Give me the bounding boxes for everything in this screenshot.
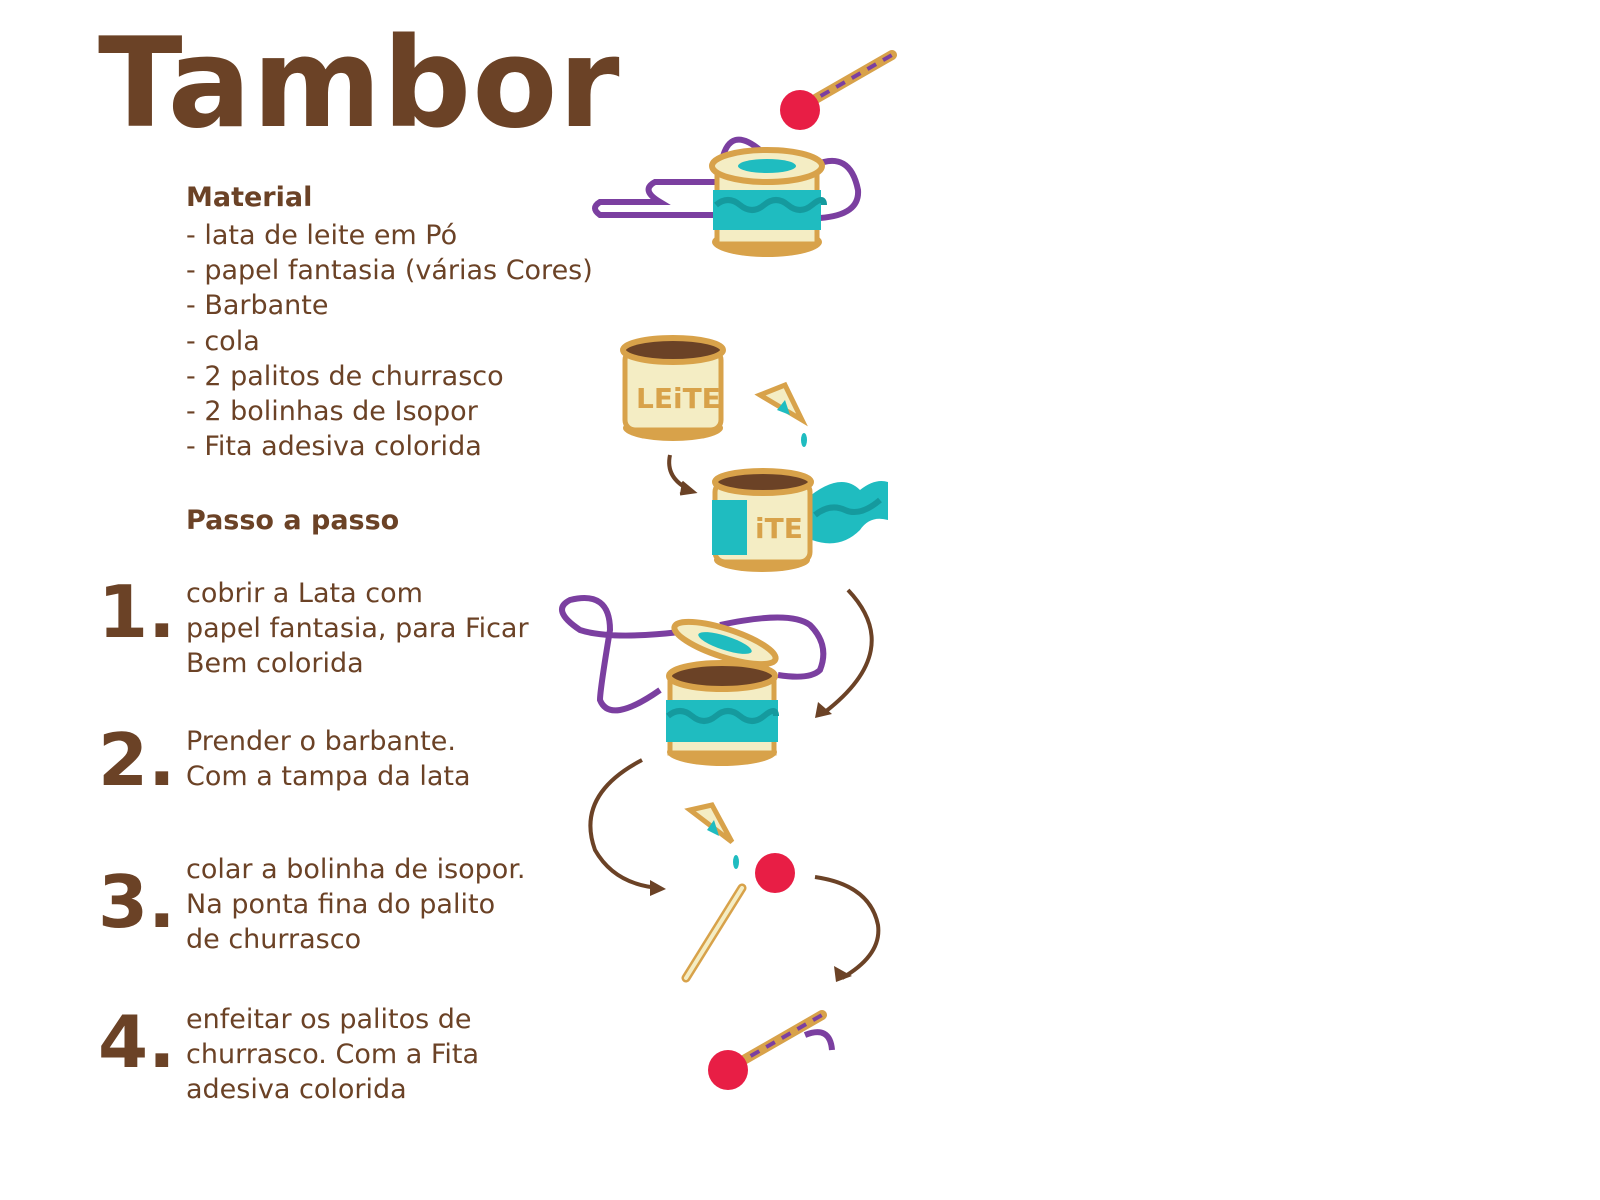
material-item: - lata de leite em Pó [186,220,458,251]
material-item: - 2 bolinhas de Isopor [186,396,478,428]
can-label: LEiTE [636,382,721,415]
arrow-icon [588,758,661,890]
arrow-icon [823,588,874,714]
step-number: 3. [98,860,176,944]
material-heading: Material [186,182,313,213]
decorated-drumstick-icon [708,1010,835,1090]
step-text: cobrir a Lata com [186,578,423,609]
finished-drum-icon [592,136,862,257]
milk-can-icon: LEiTE [620,335,726,441]
step-text: churrasco. Com a Fita [186,1039,480,1071]
step-text: Prender o barbante. [186,726,456,757]
material-item: - 2 palitos de churrasco [186,360,504,392]
step-number: 2. [98,718,176,802]
step-text: adesiva colorida [186,1074,407,1106]
svg-text:iTE: iTE [755,512,803,545]
step-1: 1. cobrir a Lata com papel fantasia, par… [98,576,529,682]
drum-with-lid-icon [559,595,827,766]
step-text: colar a bolinha de isopor. [186,854,526,885]
step-number: 4. [98,1000,176,1084]
page-title: Tambor [98,12,621,156]
step-text: papel fantasia, para Ficar [186,613,529,645]
glue-icon [754,381,808,447]
step-text: de churrasco [186,924,362,956]
step-4: 4. enfeitar os palitos de churrasco. Com… [98,1002,479,1108]
material-item: - Fita adesiva colorida [186,431,482,463]
arrow-icon [814,875,881,980]
step-3: 3. colar a bolinha de isopor. Na ponta f… [98,852,526,958]
styrofoam-ball-icon [755,853,795,893]
step-text: Na ponta fina do palito [186,889,496,921]
step-2: 2. Prender o barbante. Com a tampa da la… [98,724,471,796]
drumstick-icon [780,50,897,130]
step-text: Bem colorida [186,648,364,680]
wrapped-can-icon: iTE [712,468,888,572]
steps-heading: Passo a passo [186,505,400,536]
glue-icon [684,802,739,869]
material-item: - Barbante [186,290,329,322]
step-text: enfeitar os palitos de [186,1004,472,1035]
material-list: - lata de leite em Pó - papel fantasia (… [186,218,593,464]
step-number: 1. [98,570,176,654]
material-item: - cola [186,325,260,357]
step-text: Com a tampa da lata [186,761,471,793]
material-item: - papel fantasia (várias Cores) [186,255,593,287]
